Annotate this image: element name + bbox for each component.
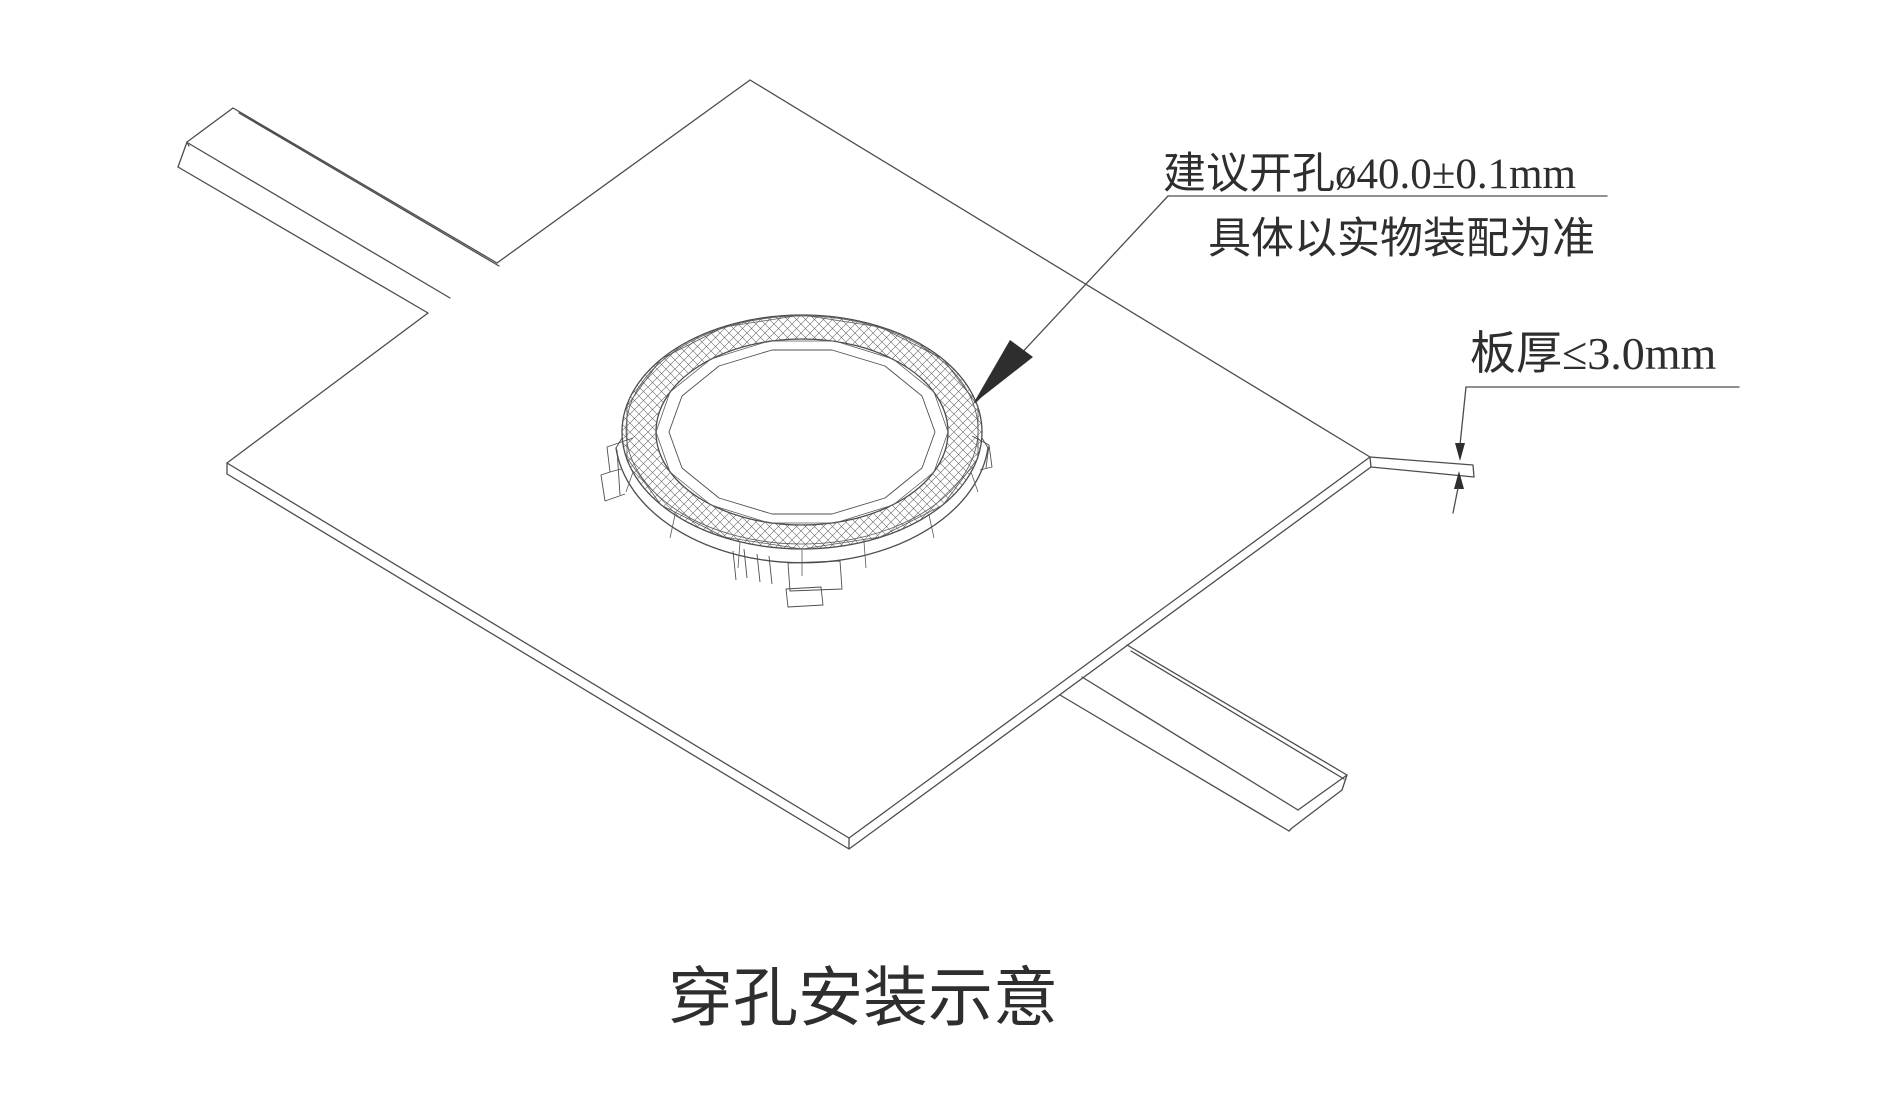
plate-corner-edge-sliver [1369,456,1475,478]
hole-note-line2: 具体以实物装配为准 [1208,215,1595,263]
plate-bottom-outline [226,456,1372,850]
knurled-ring [600,314,993,608]
thickness-note-text: 板厚≤3.0mm [1470,328,1717,379]
ring-left-clip [600,437,634,502]
ring-outer-facets [626,314,979,550]
bar-lower-end-face [1288,774,1348,832]
ring-skirt-facet-lines [625,471,979,576]
hole-note-leader-arrowhead-icon [973,340,1033,404]
ring-bottom-tab-large [787,560,843,592]
hole-note-line1: 建议开孔ø40.0±0.1mm [1163,151,1576,198]
thickness-dimension: 板厚≤3.0mm [1452,328,1740,514]
ring-hole-edge [668,349,936,515]
thickness-arrow-up-icon [1454,471,1464,489]
mounting-bar-lower [1059,644,1348,832]
bar-upper-edges [177,107,500,314]
hole-note-annotation: 建议开孔ø40.0±0.1mm 具体以实物装配为准 [973,151,1608,404]
bar-lower-edges [1059,644,1348,832]
bar-upper-end-face [177,107,234,168]
caption-text: 穿孔安装示意 [668,963,1058,1035]
ring-right-tab [971,435,993,471]
thickness-leader-up-tail [1452,487,1459,514]
ring-inner-facets [655,340,949,524]
ring-bottom-clip-lines [732,548,773,585]
ring-inner-rim [655,338,949,526]
mounting-bar-upper [177,107,500,314]
panel-plate [226,79,1475,850]
thickness-leader-down [1459,386,1467,446]
thickness-arrow-down-icon [1455,443,1465,461]
ring-bottom-tab-small [785,586,824,608]
